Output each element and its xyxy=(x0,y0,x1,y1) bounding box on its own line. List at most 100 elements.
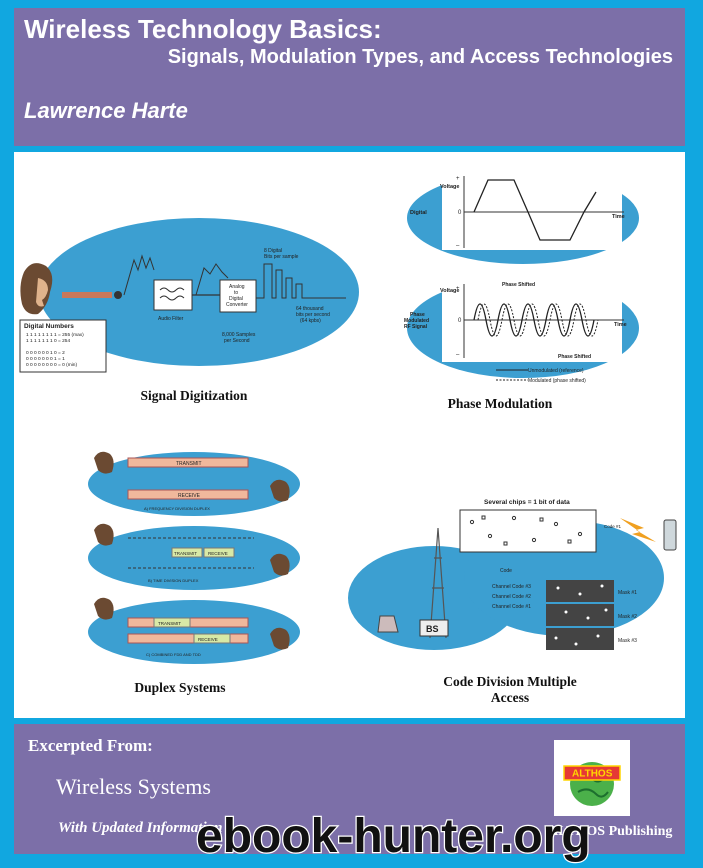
analog-wave xyxy=(123,254,155,296)
digital-number-5: 0 0 0 0 0 0 0 0 = 0 (min) xyxy=(26,362,77,368)
combined-row: TRANSMIT RECEIVE C) COMBINED FDD AND TDD xyxy=(94,597,290,657)
logo-text: ALTHOS xyxy=(572,769,613,780)
tdd-receive-label: RECEIVE xyxy=(208,551,228,556)
book-subtitle: Signals, Modulation Types, and Access Te… xyxy=(167,46,673,68)
plus-label-1: + xyxy=(456,176,460,182)
tower-icon xyxy=(429,527,447,639)
bs-label: BS xyxy=(426,624,439,634)
phase-shifted-top: Phase Shifted xyxy=(502,282,535,288)
voltage-label-2: Voltage xyxy=(440,288,459,294)
digital-plot xyxy=(442,166,622,250)
fdd-row: TRANSMIT RECEIVE A) FREQUENCY DIVISION D… xyxy=(94,451,290,511)
zero-label-1: 0 xyxy=(458,210,462,216)
legend-reference: Unmodulated (reference) xyxy=(528,368,584,374)
digital-pulses xyxy=(256,263,346,299)
phone-left-icon xyxy=(377,615,399,633)
phase-modulation-figure: Voltage + 0 – Time Digital Voltage + 0 –… xyxy=(404,166,639,384)
cover-header: Wireless Technology Basics: Signals, Mod… xyxy=(14,8,685,146)
fdd-receive-label: RECEIVE xyxy=(178,493,201,499)
samples-label-1: 8,000 Samples xyxy=(222,332,256,338)
cover-footer: Excerpted From: Wireless Systems With Up… xyxy=(14,724,685,854)
converter-label-2: to xyxy=(234,290,238,296)
excerpted-from: Excerpted From: xyxy=(28,736,153,755)
code-suffix-label: Code #1 xyxy=(604,524,622,529)
time-label-2: Time xyxy=(614,322,627,328)
microphone-head xyxy=(114,291,122,299)
code-1-label: Channel Code #1 xyxy=(492,604,531,610)
illustration-panel: Audio Filter Analog to Digital Converter… xyxy=(14,152,685,718)
combined-ellipse xyxy=(88,600,300,664)
mask-3-label: Mask #3 xyxy=(618,638,637,644)
digital-number-3: 0 0 0 0 0 0 1 0 = 2 xyxy=(26,350,65,356)
rate-label-1: 64 thousand xyxy=(296,306,324,312)
duplex-systems-figure: TRANSMIT RECEIVE A) FREQUENCY DIVISION D… xyxy=(88,451,300,664)
cdma-figure: Several chips = 1 bit of data Code BS Ch… xyxy=(348,499,677,650)
digital-label: Digital xyxy=(410,210,427,216)
time-label-1: Time xyxy=(612,214,625,220)
digitization-ellipse xyxy=(39,218,359,366)
lightning-icon xyxy=(620,518,656,542)
mask-3 xyxy=(546,628,614,650)
speaker-face-icon xyxy=(20,263,53,315)
digital-numbers-box xyxy=(19,319,107,373)
converter-box xyxy=(219,279,257,313)
digital-number-2: 1 1 1 1 1 1 1 0 = 254 xyxy=(26,338,70,344)
rf-plot xyxy=(442,276,622,362)
duplex-systems-caption: Duplex Systems xyxy=(134,680,226,695)
code-3-label: Channel Code #3 xyxy=(492,584,531,590)
digital-number-1: 1 1 1 1 1 1 1 1 = 255 (max) xyxy=(26,332,84,338)
mask-1 xyxy=(546,580,614,602)
digital-square-wave xyxy=(473,179,597,241)
converter-label-4: Converter xyxy=(226,302,248,308)
rf-label-2: Modulated xyxy=(404,318,429,324)
code-2-label: Channel Code #2 xyxy=(492,594,531,600)
zero-label-2: 0 xyxy=(458,318,462,324)
mask-2-label: Mask #2 xyxy=(618,614,637,620)
rate-label-3: (64 kpbs) xyxy=(300,318,321,324)
book-title: Wireless Technology Basics: xyxy=(24,14,382,44)
tdd-row: TRANSMIT RECEIVE B) TIME DIVISION DUPLEX xyxy=(94,523,290,583)
rf-label-3: RF Signal xyxy=(404,324,428,330)
plus-label-2: + xyxy=(456,286,460,292)
audio-filter-box xyxy=(153,279,193,311)
base-station-box xyxy=(419,619,449,637)
watermark-text: ebook-hunter.org xyxy=(196,810,591,863)
converter-label-1: Analog xyxy=(229,284,245,290)
source-book-title: Wireless Systems xyxy=(56,774,211,799)
bits-label-1: 8 Digital xyxy=(264,248,282,254)
combined-label: C) COMBINED FDD AND TDD xyxy=(146,652,201,657)
digital-number-4: 0 0 0 0 0 0 0 1 = 1 xyxy=(26,356,65,362)
fdd-transmit-label: TRANSMIT xyxy=(176,461,202,467)
rf-wave-reference xyxy=(473,303,595,337)
chip-pattern-box xyxy=(459,509,597,553)
tdd-transmit-label: TRANSMIT xyxy=(174,551,197,556)
updated-information: With Updated Information xyxy=(58,820,223,836)
chips-label: Several chips = 1 bit of data xyxy=(484,499,570,506)
combined-transmit-label: TRANSMIT xyxy=(158,621,181,626)
microphone-icon xyxy=(62,292,112,298)
phase-shifted-bottom: Phase Shifted xyxy=(558,354,591,360)
code-label: Code xyxy=(500,568,512,574)
minus-label-1: – xyxy=(456,243,460,249)
filtered-wave xyxy=(195,263,229,296)
signal-digitization-figure: Audio Filter Analog to Digital Converter… xyxy=(19,218,359,373)
mask-2 xyxy=(546,604,614,626)
minus-label-2: – xyxy=(456,352,460,358)
phase-modulation-caption: Phase Modulation xyxy=(447,396,553,411)
tdd-ellipse xyxy=(88,526,300,590)
phone-right-icon xyxy=(663,519,677,551)
converter-label-3: Digital xyxy=(229,296,243,302)
signal-digitization-caption: Signal Digitization xyxy=(140,388,248,403)
tdd-label: B) TIME DIVISION DUPLEX xyxy=(148,578,199,583)
publisher-logo: ALTHOS xyxy=(554,740,630,816)
voltage-label-1: Voltage xyxy=(440,184,459,190)
publisher-name: ALTHOS Publishing xyxy=(548,824,673,839)
rf-wave-shifted xyxy=(477,303,599,337)
fdd-ellipse xyxy=(88,452,300,516)
cdma-caption-line-2: Access xyxy=(490,690,530,705)
audio-filter-label: Audio Filter xyxy=(158,316,184,322)
rf-label-1: Phase xyxy=(410,312,425,318)
combined-receive-label: RECEIVE xyxy=(198,637,218,642)
mask-1-label: Mask #1 xyxy=(618,590,637,596)
